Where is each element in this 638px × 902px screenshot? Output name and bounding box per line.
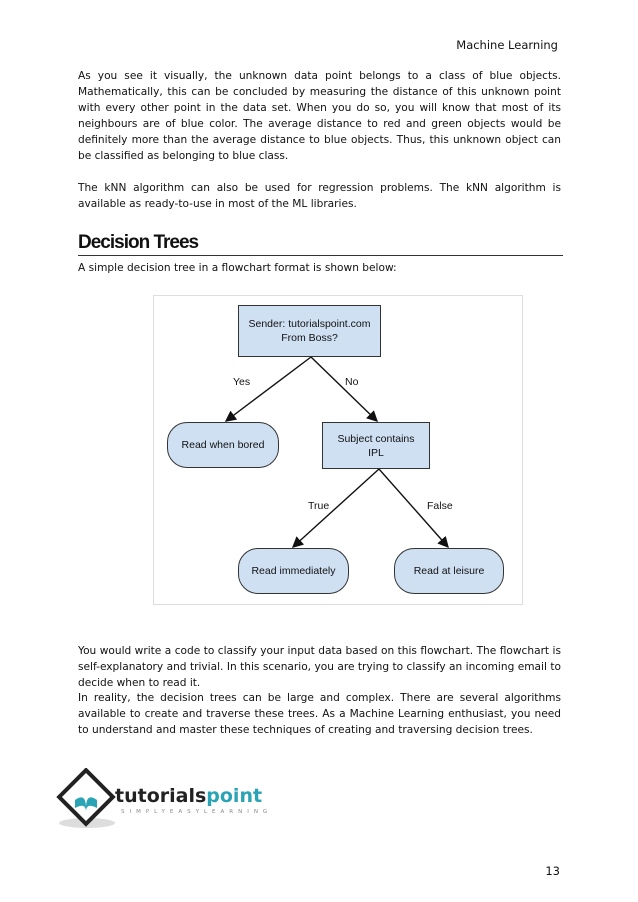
paragraph: The kNN algorithm can also be used for r…	[78, 182, 561, 210]
no-label: No	[345, 376, 359, 388]
edge-false	[378, 468, 449, 549]
paragraph: As you see it visually, the unknown data…	[78, 70, 561, 162]
logo-icon: tutorialspoint SIMPLYEASYLEARNING	[56, 768, 272, 828]
subject-node: Subject contains IPL	[322, 422, 430, 469]
diagram-edges	[224, 356, 449, 549]
running-header: Machine Learning	[456, 38, 558, 52]
section-heading: Decision Trees	[78, 232, 563, 256]
paragraph: You would write a code to classify your …	[78, 645, 561, 689]
svg-text:SIMPLYEASYLEARNING: SIMPLYEASYLEARNING	[121, 809, 272, 815]
page-number: 13	[545, 864, 560, 878]
paragraph: In reality, the decision trees can be la…	[78, 692, 561, 736]
root-node: Sender: tutorialspoint.com From Boss?	[238, 305, 381, 357]
svg-text:tutorialspoint: tutorialspoint	[115, 785, 262, 807]
true-label: True	[308, 500, 330, 512]
leaf-read-immediately: Read immediately	[238, 548, 349, 594]
edge-no	[310, 356, 379, 422]
leaf-read-when-bored: Read when bored	[167, 422, 279, 468]
yes-label: Yes	[233, 376, 251, 388]
decision-tree-diagram: Sender: tutorialspoint.com From Boss? Ye…	[153, 295, 523, 605]
false-label: False	[427, 500, 453, 512]
edge-yes	[224, 356, 312, 422]
leaf-read-at-leisure: Read at leisure	[394, 548, 504, 594]
edge-true	[291, 468, 380, 548]
paragraph: A simple decision tree in a flowchart fo…	[78, 262, 397, 274]
